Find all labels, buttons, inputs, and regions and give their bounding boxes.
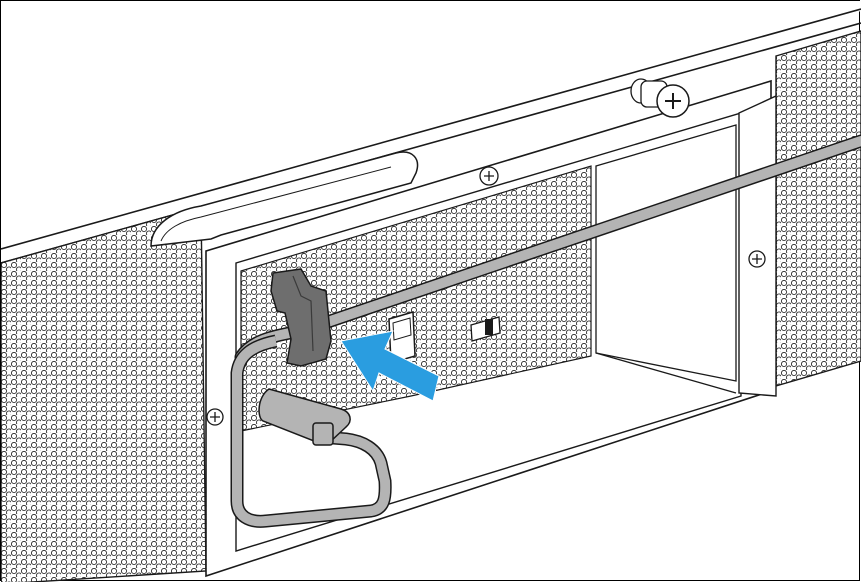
handle <box>150 151 419 247</box>
screw-icon <box>479 166 499 186</box>
cable-loop <box>230 334 392 528</box>
thumbscrew-icon <box>630 78 690 118</box>
screw-icon <box>748 250 766 268</box>
voltage-switch-icon <box>470 316 501 342</box>
power-switch-icon <box>388 311 416 364</box>
left-vent-panel <box>1 206 207 582</box>
cable-clip <box>270 268 332 367</box>
insert-arrow-icon <box>340 330 440 402</box>
right-vent-panel <box>775 30 861 387</box>
power-plug <box>258 388 351 446</box>
screw-icon <box>206 408 224 426</box>
